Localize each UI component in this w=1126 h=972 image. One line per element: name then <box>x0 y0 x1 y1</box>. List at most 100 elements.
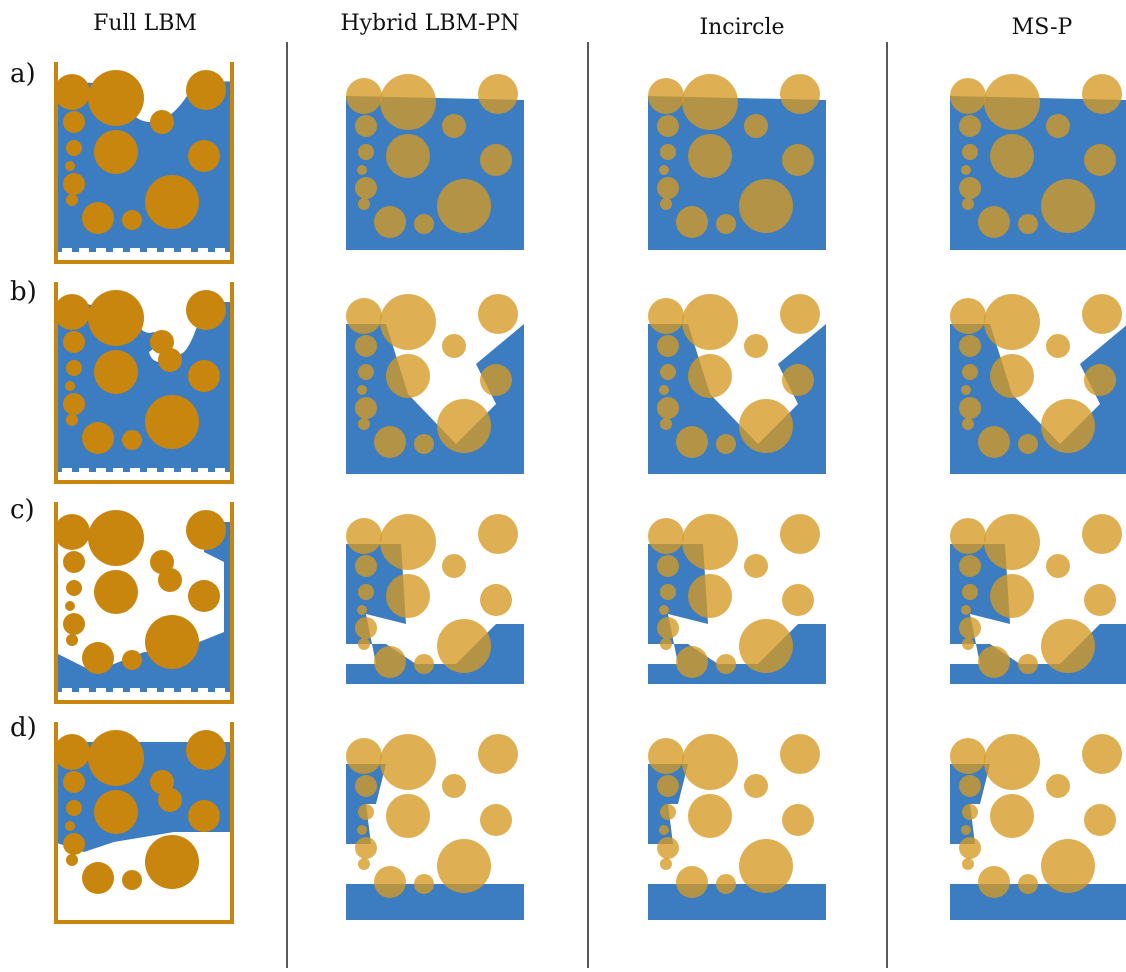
grain <box>739 839 793 893</box>
grain <box>358 418 370 430</box>
grain <box>414 874 434 894</box>
grain <box>959 115 981 137</box>
grain <box>657 617 679 639</box>
grain <box>82 642 114 674</box>
row-label-c: c) <box>10 495 35 525</box>
grain <box>984 294 1040 350</box>
grain <box>648 518 684 554</box>
grain <box>1046 114 1070 138</box>
grain <box>414 214 434 234</box>
grain <box>959 837 981 859</box>
grain <box>682 74 738 130</box>
grain <box>355 177 377 199</box>
panel-incircle-a <box>648 74 826 250</box>
grain <box>478 734 518 774</box>
panel-full-lbm-b <box>54 282 234 484</box>
grain <box>357 385 367 395</box>
grain <box>358 804 374 820</box>
grain <box>66 140 82 156</box>
grain <box>480 804 512 836</box>
grain <box>380 734 436 790</box>
panel-hybrid-d <box>346 734 524 920</box>
grain <box>1046 774 1070 798</box>
grain <box>984 734 1040 790</box>
grain <box>63 551 85 573</box>
grain <box>65 161 75 171</box>
panel-incircle-d <box>648 734 826 920</box>
grain <box>978 206 1010 238</box>
grain <box>780 294 820 334</box>
grain <box>386 574 430 618</box>
column-title-incircle: Incircle <box>699 15 784 40</box>
grain <box>374 426 406 458</box>
grain <box>150 110 174 134</box>
row-label-d: d) <box>10 713 37 743</box>
grain <box>346 738 382 774</box>
grain <box>1046 554 1070 578</box>
grain <box>959 397 981 419</box>
grain <box>480 144 512 176</box>
grain <box>648 298 684 334</box>
grain <box>357 825 367 835</box>
grain <box>682 514 738 570</box>
grain <box>648 738 684 774</box>
grain <box>688 574 732 618</box>
grain <box>950 298 986 334</box>
row-label-a: a) <box>10 59 36 89</box>
panel-msp-c <box>950 514 1126 684</box>
grain <box>962 198 974 210</box>
grain <box>739 179 793 233</box>
grain <box>961 385 971 395</box>
grain <box>414 434 434 454</box>
grain <box>346 298 382 334</box>
grain <box>739 399 793 453</box>
grain <box>63 613 85 635</box>
grain <box>386 354 430 398</box>
grain <box>657 555 679 577</box>
panel-msp-d <box>950 734 1126 920</box>
grain <box>442 334 466 358</box>
grain <box>657 177 679 199</box>
container-wall <box>54 62 234 264</box>
grain <box>739 619 793 673</box>
grain <box>478 514 518 554</box>
grain <box>346 78 382 114</box>
grain <box>480 364 512 396</box>
grain <box>1084 804 1116 836</box>
grain <box>94 350 138 394</box>
panel-incircle-c <box>648 514 826 684</box>
grain <box>959 177 981 199</box>
grain <box>1041 179 1095 233</box>
grain <box>990 574 1034 618</box>
grain <box>437 399 491 453</box>
row-label-b: b) <box>10 277 37 307</box>
panel-hybrid-a <box>346 74 524 250</box>
panel-full-lbm-a <box>54 62 234 264</box>
grain <box>716 214 736 234</box>
grain <box>346 518 382 554</box>
grain <box>88 70 144 126</box>
grain <box>88 730 144 786</box>
grain <box>374 206 406 238</box>
grain <box>94 790 138 834</box>
grain <box>660 804 676 820</box>
grain <box>150 770 174 794</box>
grain <box>374 866 406 898</box>
grain <box>1046 334 1070 358</box>
grain <box>54 74 90 110</box>
grain <box>358 584 374 600</box>
grain <box>380 294 436 350</box>
grain <box>978 426 1010 458</box>
panel-incircle-b <box>648 294 826 474</box>
grain <box>660 858 672 870</box>
grain <box>984 74 1040 130</box>
grain <box>188 580 220 612</box>
grain <box>950 518 986 554</box>
grain <box>676 646 708 678</box>
grain <box>780 734 820 774</box>
grain <box>961 605 971 615</box>
grain <box>659 385 669 395</box>
grain <box>688 354 732 398</box>
grain <box>358 638 370 650</box>
grain <box>355 335 377 357</box>
